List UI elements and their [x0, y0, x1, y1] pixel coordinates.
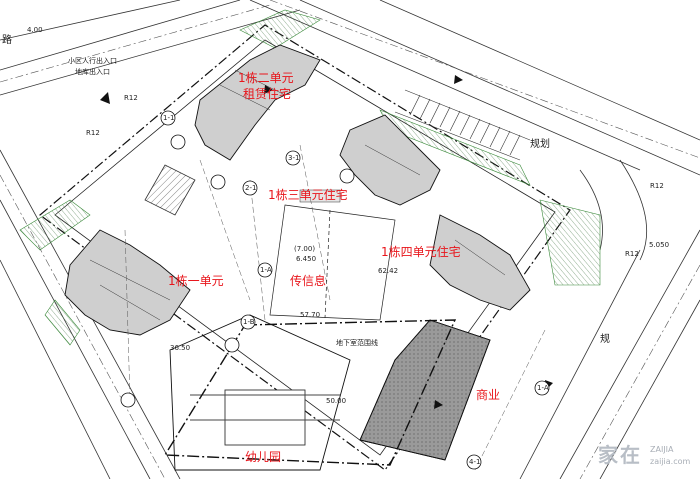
road-name-top-right: 规划: [530, 139, 550, 150]
axis-label-1-b: 1-B: [243, 318, 255, 326]
axis-bubbles: [120, 110, 550, 470]
watermark-en: ZAIJIA: [650, 445, 674, 454]
dimension-center: 57.70: [300, 311, 321, 319]
axis-label-1-1: 1-1: [163, 114, 175, 122]
building-details: [89, 69, 506, 321]
landscape-strips: [19, 9, 601, 346]
label-comm-center: 传信息: [290, 274, 327, 288]
axis-label-2-1: 2-1: [245, 184, 257, 192]
central-plaza: [269, 204, 396, 321]
entrance-pedestrian: 小区人行出入口: [68, 57, 117, 65]
building-1-unit-1: [64, 229, 191, 336]
axis-label-1-a: 1-A: [260, 266, 272, 274]
parking-rows: [394, 89, 531, 161]
ramp: [144, 164, 196, 216]
axis-label-3-1: 3-1: [288, 154, 300, 162]
axis-label-4-1: 4-1: [469, 458, 481, 466]
dimension-center-2: 62.42: [378, 267, 399, 275]
elevation-right: 5.050: [649, 241, 670, 249]
label-rental-housing: 租赁住宅: [243, 87, 292, 101]
radius-mark-c: R12: [650, 182, 664, 190]
watermark-cn: 家在: [598, 443, 642, 467]
label-kindergarten: 幼儿园: [245, 450, 282, 464]
dimension-left: 36.50: [170, 344, 191, 352]
building-1-unit-3: [339, 114, 441, 206]
radius-mark-b: R12: [86, 129, 100, 137]
garage-boundary: [163, 319, 457, 466]
label-building-1-unit-4: 1栋四单元住宅: [381, 245, 461, 259]
building-footprints: [64, 44, 531, 336]
entrance-garage: 地库出入口: [75, 68, 110, 76]
label-building-1-unit-2: 1栋二单元: [238, 71, 294, 85]
radius-mark-d: R12: [625, 250, 639, 258]
garage-line-label: 地下室范围线: [336, 339, 378, 347]
elevation-center: (7.00): [294, 245, 316, 253]
building-1-unit-2: [194, 44, 321, 161]
label-building-1-unit-1: 1栋一单元: [168, 274, 224, 288]
building-1-unit-4: [429, 214, 531, 311]
watermark-site: zaijia.com: [650, 457, 691, 466]
axis-lines: [124, 144, 546, 471]
elevation-center-2: 6.450: [296, 255, 317, 263]
label-building-1-unit-3: 1栋三单元住宅: [268, 188, 348, 202]
radius-mark-a: R12: [124, 94, 138, 102]
kindergarten-block: [169, 314, 351, 471]
road-name-right: 规: [600, 334, 610, 345]
label-commercial: 商业: [476, 388, 501, 402]
road-name-top-left: 路: [2, 35, 12, 46]
corner-axis-mark: 1-A: [537, 384, 549, 392]
dimension-bottom: 50.00: [326, 397, 347, 405]
width-top: 4.00: [27, 26, 43, 34]
commercial-block: [359, 319, 491, 461]
